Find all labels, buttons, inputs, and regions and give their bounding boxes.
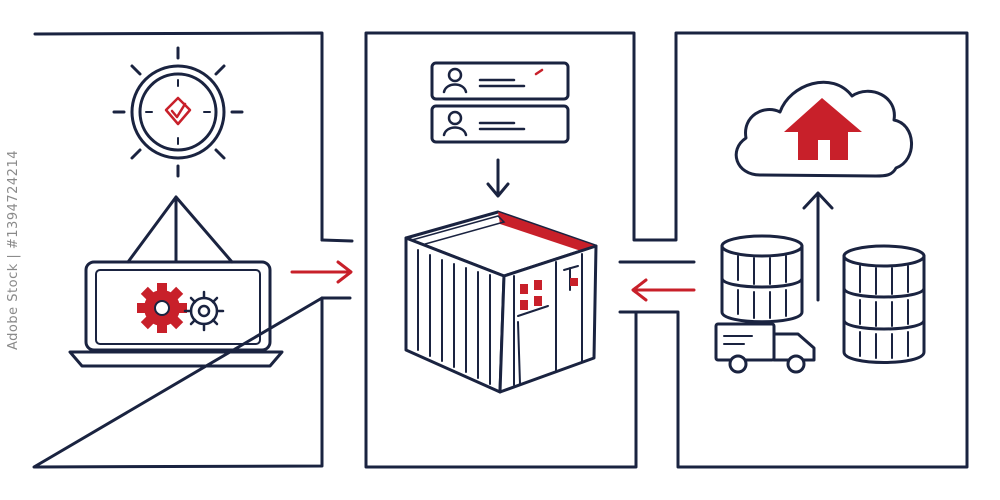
gear-large-icon	[137, 283, 187, 333]
dial-center-mark-icon	[164, 96, 192, 126]
stock-watermark: Adobe Stock | #1394724214	[6, 150, 21, 350]
user-row-2	[430, 104, 570, 144]
delivery-truck-icon	[714, 322, 816, 374]
cloud-upload-icon	[734, 80, 913, 178]
arrow-down-icon	[486, 158, 510, 198]
laptop-icon	[68, 195, 284, 368]
user-list-icon	[430, 61, 570, 144]
arrow-right-icon	[290, 260, 353, 284]
panel-left-notch-top	[320, 238, 354, 243]
user-row-1	[430, 61, 570, 101]
arrow-left-icon	[631, 278, 696, 302]
arrow-up-icon	[802, 191, 834, 302]
panel-left-frame	[32, 31, 324, 469]
panel-frames	[32, 31, 969, 469]
panel-middle-frame	[364, 31, 969, 469]
gear-small-icon	[183, 290, 225, 332]
settings-dial-icon	[112, 46, 244, 178]
container-server-icon	[404, 210, 598, 394]
database-icon-right	[842, 244, 926, 364]
database-icon-left	[720, 234, 804, 324]
